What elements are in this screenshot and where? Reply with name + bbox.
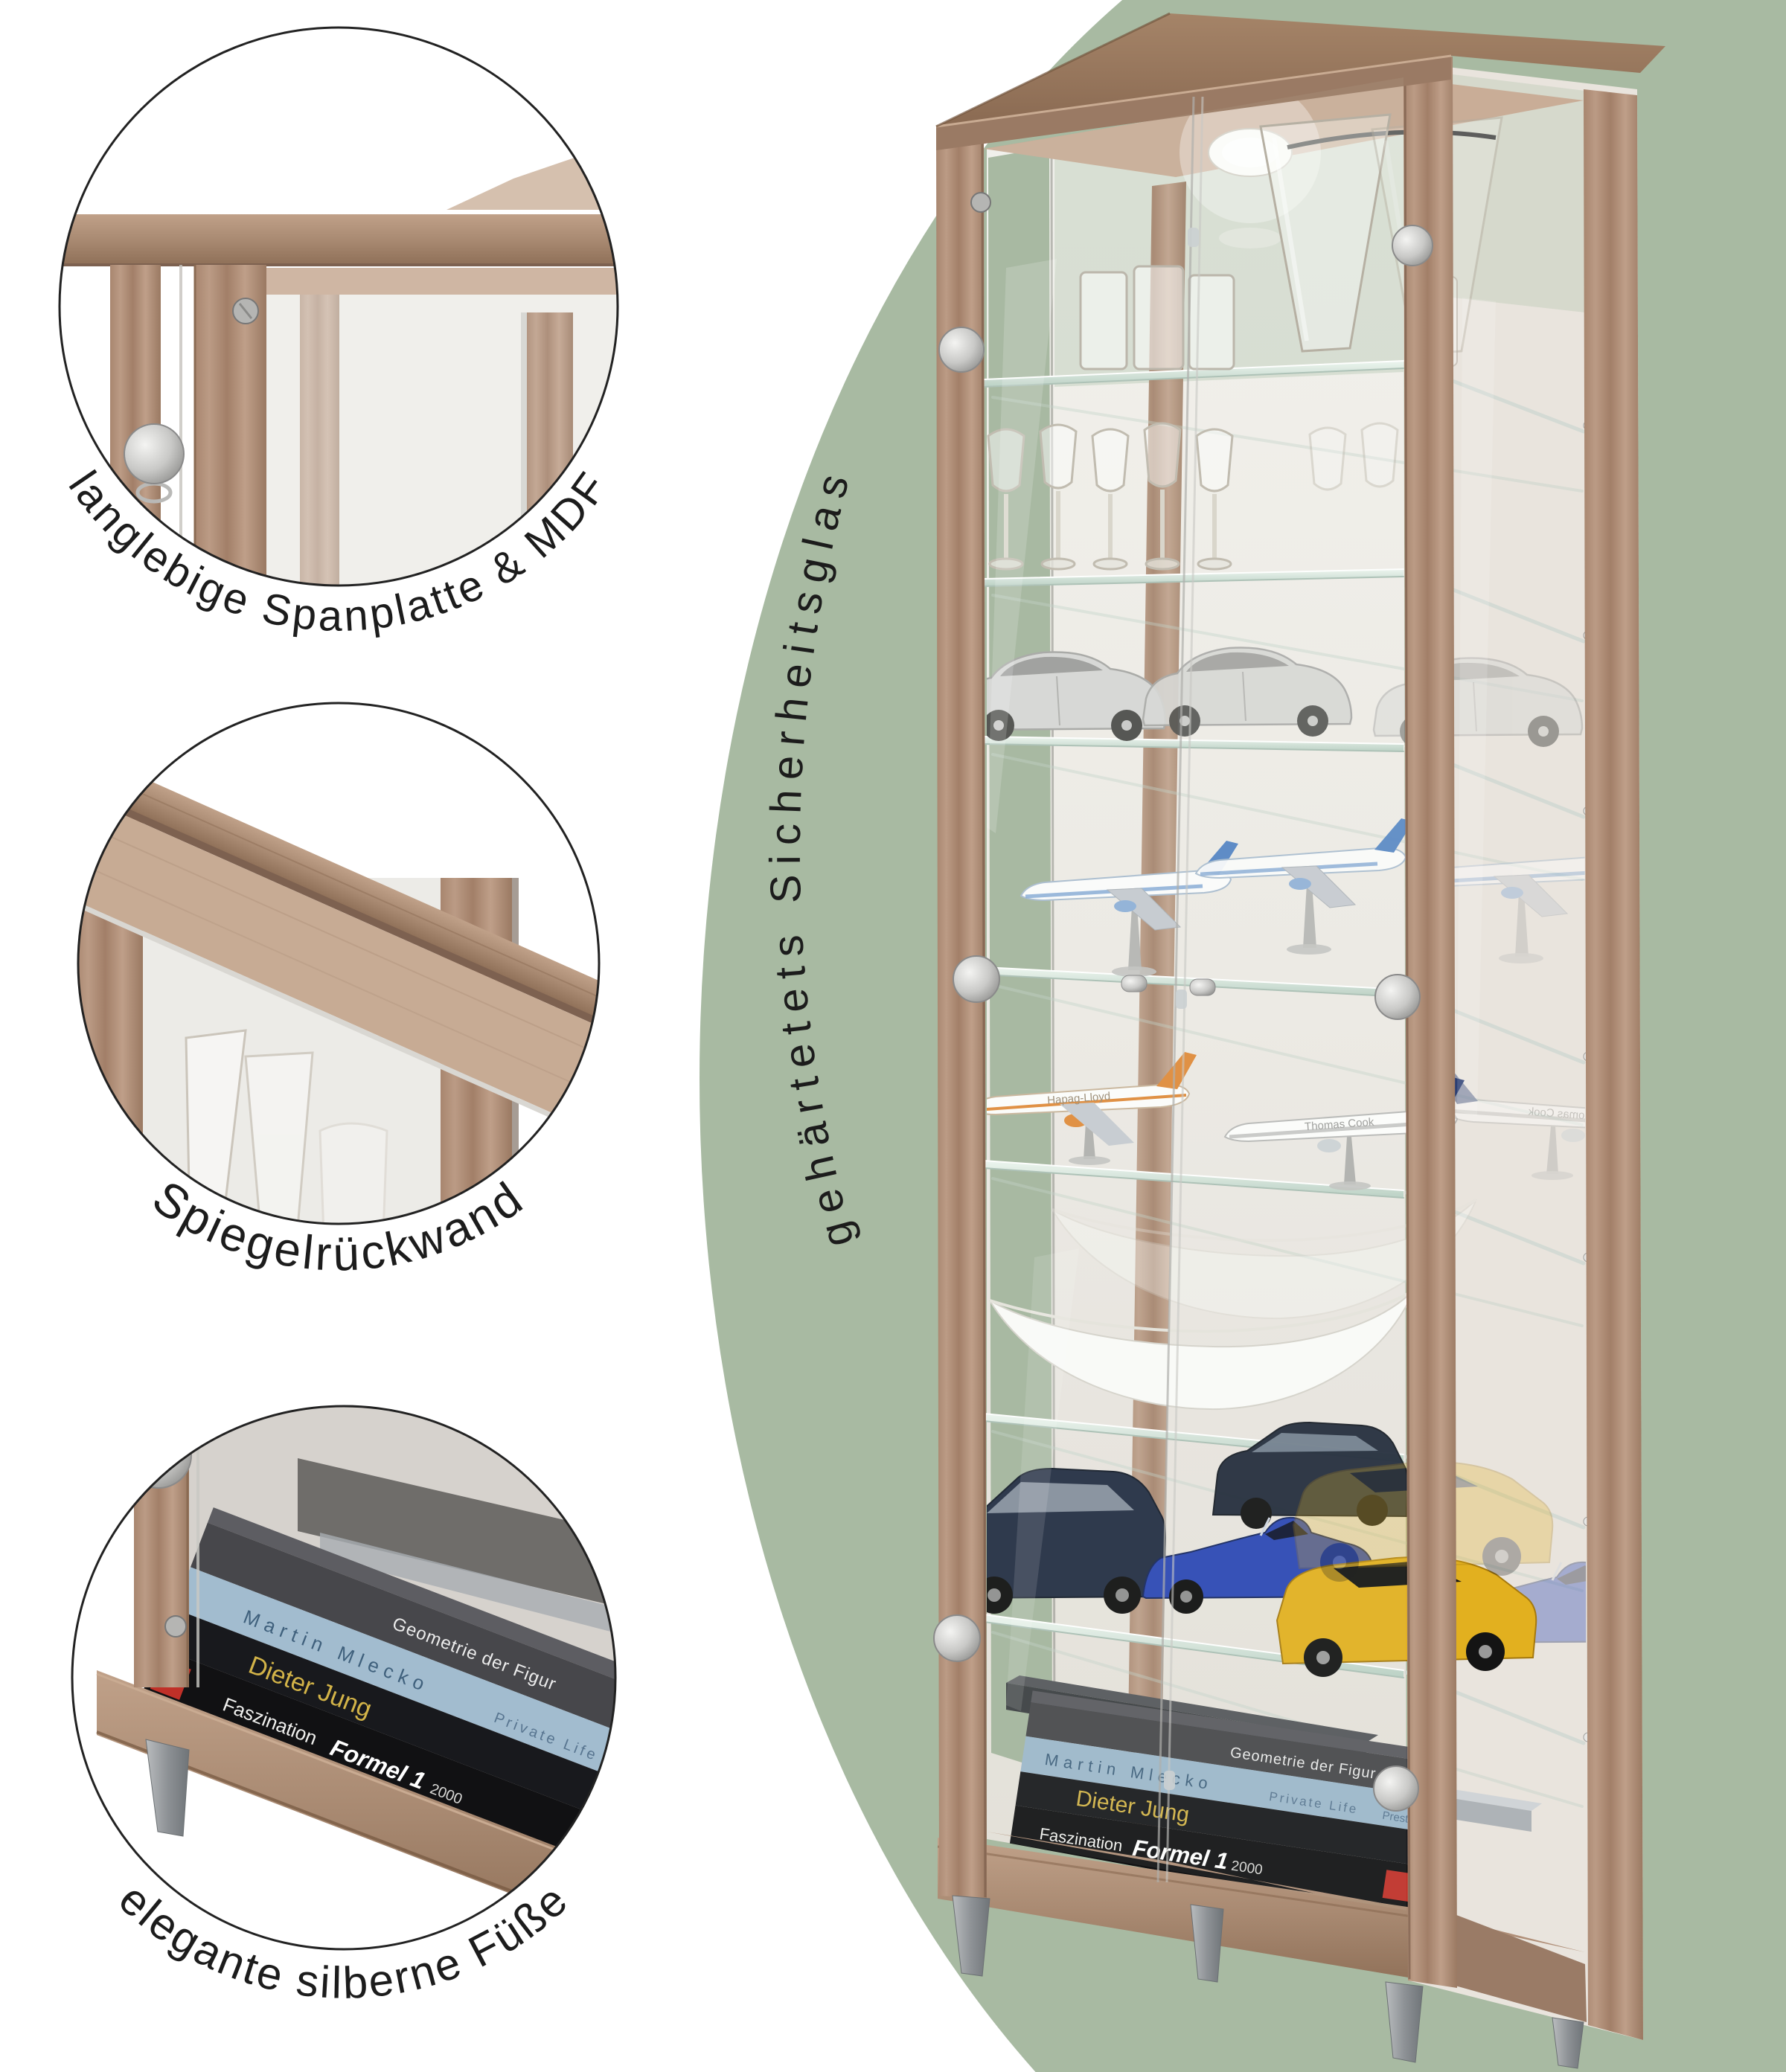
mirror-silver-edge (521, 312, 527, 586)
screw-detail-3 (164, 1615, 187, 1638)
top-left-edge (935, 12, 1171, 128)
door-seam-left (1156, 96, 1195, 1883)
glass-reflection-1 (987, 259, 1057, 833)
door-clip-top (1188, 228, 1199, 247)
led-reflection (1219, 228, 1281, 248)
door-knob (938, 327, 985, 373)
front-frame-right (1403, 57, 1457, 1988)
cabinet-foot (1385, 1981, 1424, 2063)
back-right-post (1584, 89, 1643, 2040)
callout-circle-bottom: Geometrie der Figur Martin Mlecko Privat… (71, 1405, 617, 2008)
book-stack: Geometrie der Figur Martin Mlecko Privat… (1008, 1690, 1440, 1912)
door-knob (953, 955, 1000, 1003)
circle-outline-bottom (71, 1405, 617, 1951)
callout-circle-top: langlebige Spanplatte & MDF (58, 26, 619, 641)
frame-screw (970, 192, 991, 213)
airplane-hapag-lloyd: Hapag-Lloyd (987, 1052, 1197, 1165)
divider-reflection (300, 295, 339, 586)
glass-vase (1259, 113, 1392, 353)
door-knob-detail (124, 423, 185, 484)
silver-model-cars (987, 647, 1584, 748)
top-rail-diagonal (78, 764, 599, 1140)
door-knob (1374, 974, 1421, 1020)
cabinet-top (936, 13, 1665, 126)
frame-edge-right (1403, 62, 1411, 1980)
base-edge-line (937, 1845, 1453, 1924)
base-top-highlight (96, 1672, 615, 1884)
wine-glasses (987, 422, 1399, 571)
screw-slot (238, 303, 253, 319)
book-formel1 (1008, 1805, 1440, 1912)
base-board-detail (97, 1670, 615, 1943)
frame-edge-left (981, 122, 987, 1898)
base-plinth-side (1453, 1914, 1587, 2022)
circle-outline-middle (77, 702, 601, 1225)
callout-circle-middle: Spiegelrückwand (77, 702, 601, 1281)
glass-reflection-side (1457, 298, 1496, 1116)
cabinet-foot (1190, 1904, 1224, 1983)
door-knob (933, 1614, 981, 1662)
book-geometrie (1025, 1702, 1433, 1797)
mirror-divider (1127, 182, 1186, 1830)
door-knob (1373, 1765, 1419, 1812)
door-clip-bottom (1164, 1771, 1175, 1790)
silver-foot-detail (145, 1739, 190, 1837)
book-stack-detail: Geometrie der Figur Martin Mlecko Privat… (142, 1507, 615, 1885)
circle-outline-top (58, 26, 619, 587)
display-cabinet: Hapag-Lloyd Thomas Cook (933, 12, 1665, 2069)
book-jung (1015, 1771, 1437, 1868)
box-reflection-silver (320, 1533, 615, 1634)
magnet-catch-left (1121, 975, 1148, 992)
door-clip-mid (1176, 990, 1187, 1009)
glass-shelves (983, 360, 1604, 1808)
glass-reflection-2 (1006, 1248, 1079, 1711)
wood-rail-detail (60, 214, 618, 265)
top-edge-highlight (935, 54, 1452, 128)
door-knob (1392, 225, 1433, 266)
livery-text-orange: Hapag-Lloyd (1047, 1090, 1111, 1107)
door-seam-right (1165, 96, 1204, 1883)
book-mlecko (1020, 1736, 1437, 1833)
vase-reflections (185, 1029, 388, 1224)
model-car-suv (987, 1467, 1167, 1614)
cabinet-foot (952, 1895, 990, 1977)
front-frame-left (936, 121, 987, 1899)
cabinet-foot (1552, 2017, 1584, 2069)
box-reflection-dark (298, 1458, 615, 1607)
livery-text-white: Thomas Cook (1305, 1116, 1375, 1134)
magnet-catch-right (1189, 978, 1216, 996)
